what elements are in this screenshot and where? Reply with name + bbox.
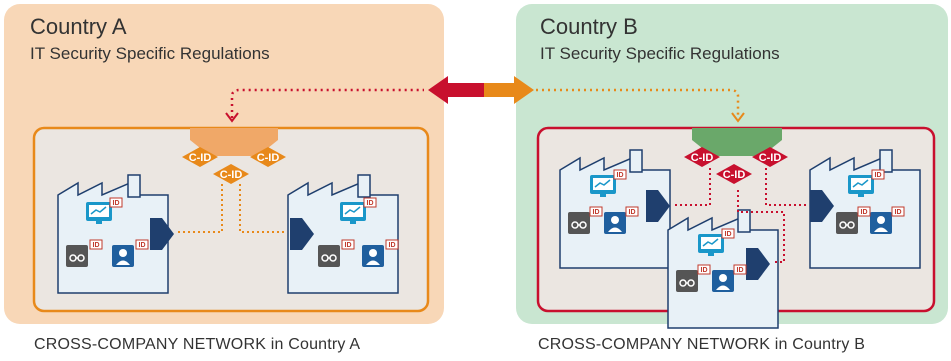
person-icon [112, 245, 134, 267]
id-tag: ID [613, 169, 627, 180]
svg-text:C-ID: C-ID [189, 152, 212, 164]
svg-text:ID: ID [139, 242, 146, 249]
person-icon [712, 270, 734, 292]
svg-text:ID: ID [895, 209, 902, 216]
cid-badge-b1: C-ID [684, 147, 720, 167]
svg-text:C-ID: C-ID [220, 169, 243, 181]
svg-text:C-ID: C-ID [723, 169, 746, 181]
cid-badge-a2: C-ID [250, 147, 286, 167]
svg-text:ID: ID [725, 231, 732, 238]
svg-text:ID: ID [389, 242, 396, 249]
svg-text:C-ID: C-ID [691, 152, 714, 164]
id-tag: ID [135, 239, 149, 250]
id-tag: ID [871, 169, 885, 180]
svg-text:ID: ID [93, 242, 100, 249]
id-tag: ID [589, 206, 603, 217]
cross-link-b [536, 88, 740, 118]
svg-text:ID: ID [345, 242, 352, 249]
monitor-icon [697, 233, 725, 257]
monitor-icon [339, 201, 367, 225]
svg-text:ID: ID [701, 267, 708, 274]
svg-text:ID: ID [875, 172, 882, 179]
svg-text:C-ID: C-ID [759, 152, 782, 164]
id-tag: ID [89, 239, 103, 250]
robot-icon [675, 269, 699, 293]
cid-badge-b2: C-ID [752, 147, 788, 167]
link-a-left [178, 184, 223, 233]
country-b-subtitle: IT Security Specific Regulations [540, 44, 780, 63]
arrow-left-icon [428, 76, 486, 104]
monitor-icon [85, 201, 113, 225]
person-icon [604, 212, 626, 234]
id-tag: ID [733, 264, 747, 275]
cid-badge-a1: C-ID [182, 147, 218, 167]
caption-country-a: CROSS-COMPANY NETWORK in Country A [34, 336, 361, 353]
person-icon [870, 212, 892, 234]
cross-link-a [230, 88, 424, 118]
country-a-subtitle: IT Security Specific Regulations [30, 44, 270, 63]
cid-badge-a3: C-ID [213, 164, 249, 184]
robot-icon [317, 244, 341, 268]
gateway-a [190, 128, 278, 156]
id-tag: ID [721, 228, 735, 239]
link-b-right [765, 168, 806, 206]
id-tag: ID [857, 206, 871, 217]
svg-text:ID: ID [617, 172, 624, 179]
arrow-right-icon [484, 76, 534, 104]
svg-text:ID: ID [367, 200, 374, 207]
svg-text:ID: ID [861, 209, 868, 216]
gateway-b [692, 128, 782, 156]
link-b-left [674, 168, 711, 206]
id-tag: ID [697, 264, 711, 275]
robot-icon [835, 211, 859, 235]
svg-text:ID: ID [593, 209, 600, 216]
id-tag: ID [385, 239, 399, 250]
id-tag: ID [341, 239, 355, 250]
caption-country-b: CROSS-COMPANY NETWORK in Country B [538, 336, 866, 353]
cid-badge-b3: C-ID [716, 164, 752, 184]
id-tag: ID [109, 197, 123, 208]
svg-text:ID: ID [113, 200, 120, 207]
robot-icon [65, 244, 89, 268]
country-b-title: Country B [540, 14, 638, 39]
svg-text:ID: ID [629, 209, 636, 216]
id-tag: ID [625, 206, 639, 217]
svg-text:ID: ID [737, 267, 744, 274]
monitor-icon [847, 174, 875, 198]
id-tag: ID [363, 197, 377, 208]
id-tag: ID [891, 206, 905, 217]
person-icon [362, 245, 384, 267]
link-b-bottom [737, 190, 785, 263]
link-a-right [239, 184, 286, 233]
monitor-icon [589, 174, 617, 198]
robot-icon [567, 211, 591, 235]
country-a-title: Country A [30, 14, 127, 39]
network-graphic: C-ID C-ID C-ID C-ID C-ID C-ID ID ID ID I… [32, 76, 936, 329]
svg-text:C-ID: C-ID [257, 152, 280, 164]
